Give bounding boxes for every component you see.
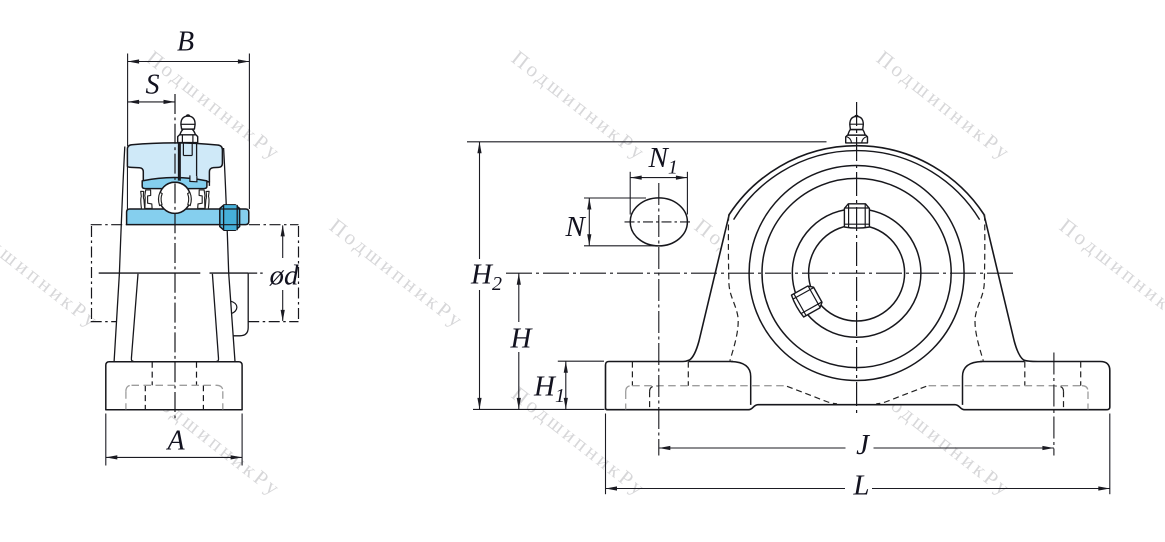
svg-text:B: B <box>177 27 194 58</box>
svg-text:N: N <box>565 211 587 243</box>
svg-text:A: A <box>165 426 185 457</box>
svg-text:L: L <box>852 470 869 502</box>
svg-text:S: S <box>146 70 160 101</box>
svg-text:J: J <box>856 429 870 461</box>
svg-text:ød: ød <box>269 260 300 292</box>
svg-text:H1: H1 <box>533 371 565 408</box>
svg-text:H: H <box>510 323 534 355</box>
